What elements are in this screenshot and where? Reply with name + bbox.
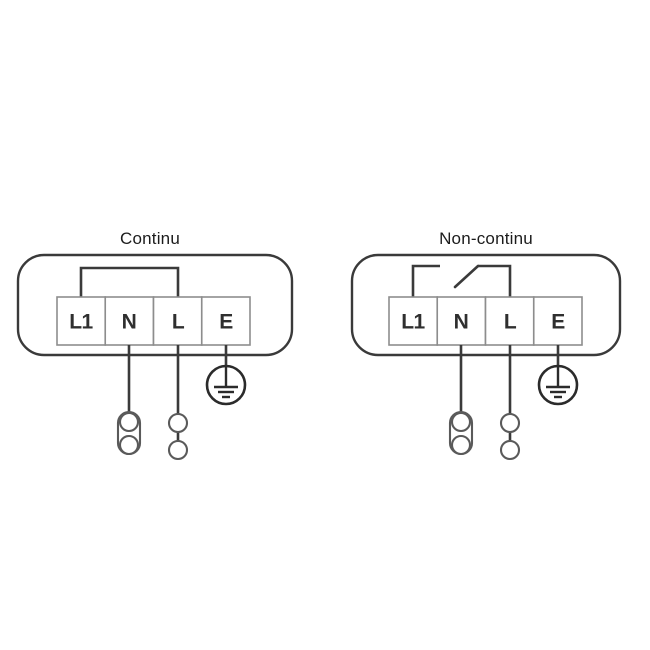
terminal-l1-continu[interactable]: L1 — [56, 296, 107, 346]
terminal-label-n: N — [122, 311, 137, 334]
terminal-cell-l1[interactable] — [388, 296, 439, 346]
terminal-e-continu[interactable]: E — [200, 296, 251, 346]
switch-left-contact-non-continu — [411, 264, 440, 297]
terminal-l-continu[interactable]: L — [152, 296, 203, 346]
terminal-label-e: E — [551, 311, 565, 334]
diagram-title-continu: Continu — [120, 229, 180, 248]
drop-wire-l-non-continu — [499, 345, 521, 461]
terminal-l-non-continu[interactable]: L — [484, 296, 535, 346]
continuity-jumper-continu — [79, 266, 180, 297]
terminal-label-l: L — [504, 311, 517, 334]
terminal-label-e: E — [219, 311, 233, 334]
drop-wire-n-continu — [116, 345, 142, 456]
terminal-label-l1: L1 — [69, 311, 93, 334]
switch-blade-non-continu — [453, 264, 480, 289]
connector-ring-lower-l — [167, 439, 189, 461]
terminal-cell-l[interactable] — [152, 296, 203, 346]
drop-wire-n-non-continu — [448, 345, 474, 456]
terminal-label-l: L — [172, 311, 185, 334]
switch-right-contact-non-continu — [478, 264, 512, 297]
connector-ring-upper-n — [118, 411, 140, 433]
terminal-cell-e[interactable] — [532, 296, 583, 346]
connector-ring-upper-l — [499, 412, 521, 434]
terminal-n-non-continu[interactable]: N — [436, 296, 487, 346]
connector-ring-lower-n — [450, 434, 472, 456]
diagram-title-non-continu: Non-continu — [439, 229, 533, 248]
terminal-label-l1: L1 — [401, 311, 425, 334]
terminal-cell-l[interactable] — [484, 296, 535, 346]
terminal-e-non-continu[interactable]: E — [532, 296, 583, 346]
terminal-label-n: N — [454, 311, 469, 334]
connector-ring-upper-n — [450, 411, 472, 433]
connector-ring-lower-n — [118, 434, 140, 456]
connector-ring-upper-l — [167, 412, 189, 434]
terminal-l1-non-continu[interactable]: L1 — [388, 296, 439, 346]
connector-ring-lower-l — [499, 439, 521, 461]
drop-wire-l-continu — [167, 345, 189, 461]
terminal-cell-l1[interactable] — [56, 296, 107, 346]
earth-symbol-non-continu — [537, 364, 579, 406]
earth-symbol-continu — [205, 364, 247, 406]
terminal-n-continu[interactable]: N — [104, 296, 155, 346]
